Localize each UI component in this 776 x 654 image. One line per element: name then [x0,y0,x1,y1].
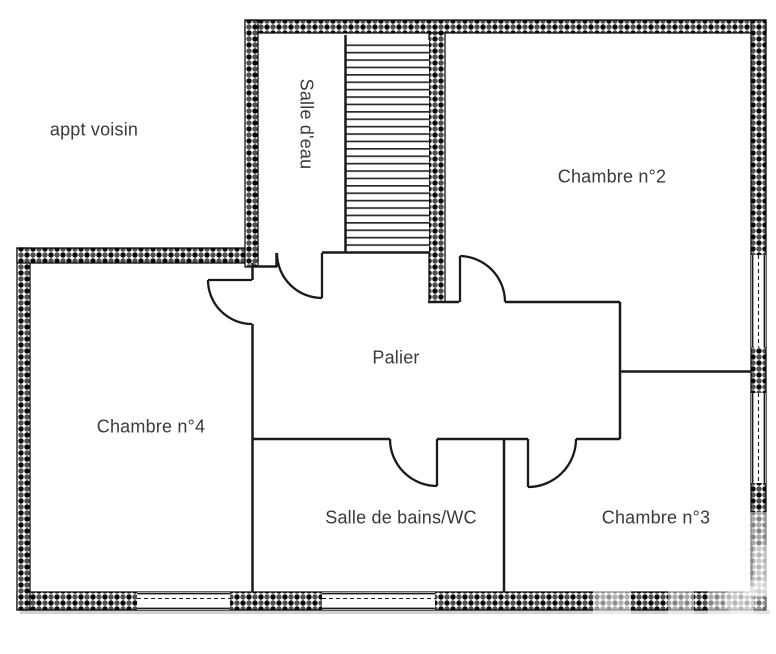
wall-shadow [20,610,770,614]
door-bedroom3 [526,438,578,489]
door-bathroom-swing [388,438,438,488]
stair-treads [346,40,429,252]
label-bedroom2: Chambre n°2 [557,166,667,187]
watermark-fade [593,512,776,620]
stairwell-wall [428,32,446,303]
door-bedroom2-swing [459,254,507,303]
party-wall-horizontal [16,247,259,264]
outer-wall-left [16,247,31,611]
windows [137,255,766,610]
label-landing: Palier [372,347,420,368]
label-bedroom3: Chambre n°3 [601,507,711,528]
window-bedroom4 [137,592,230,610]
doors [206,252,578,489]
door-bedroom3-swing [527,438,578,489]
stairs [344,35,429,253]
door-bedroom2 [458,254,507,303]
label-bedroom4: Chambre n°4 [96,416,206,437]
outer-wall-top [244,19,767,34]
party-wall-vertical [244,19,259,268]
label-bathroom: Salle de bains/WC [325,507,477,528]
label-neighbor: appt voisin [49,119,139,140]
label-shower-room: Salle d'eau [296,78,317,170]
door-shower-room-swing [275,252,323,300]
door-bathroom [388,438,439,488]
interior-walls [251,251,751,592]
window-bedroom3 [751,393,766,483]
window-bathroom [322,592,435,610]
window-bedroom2 [751,255,766,347]
door-shower-room [275,252,324,300]
door-bedroom4-swing [206,279,253,326]
door-bedroom4 [206,278,253,326]
